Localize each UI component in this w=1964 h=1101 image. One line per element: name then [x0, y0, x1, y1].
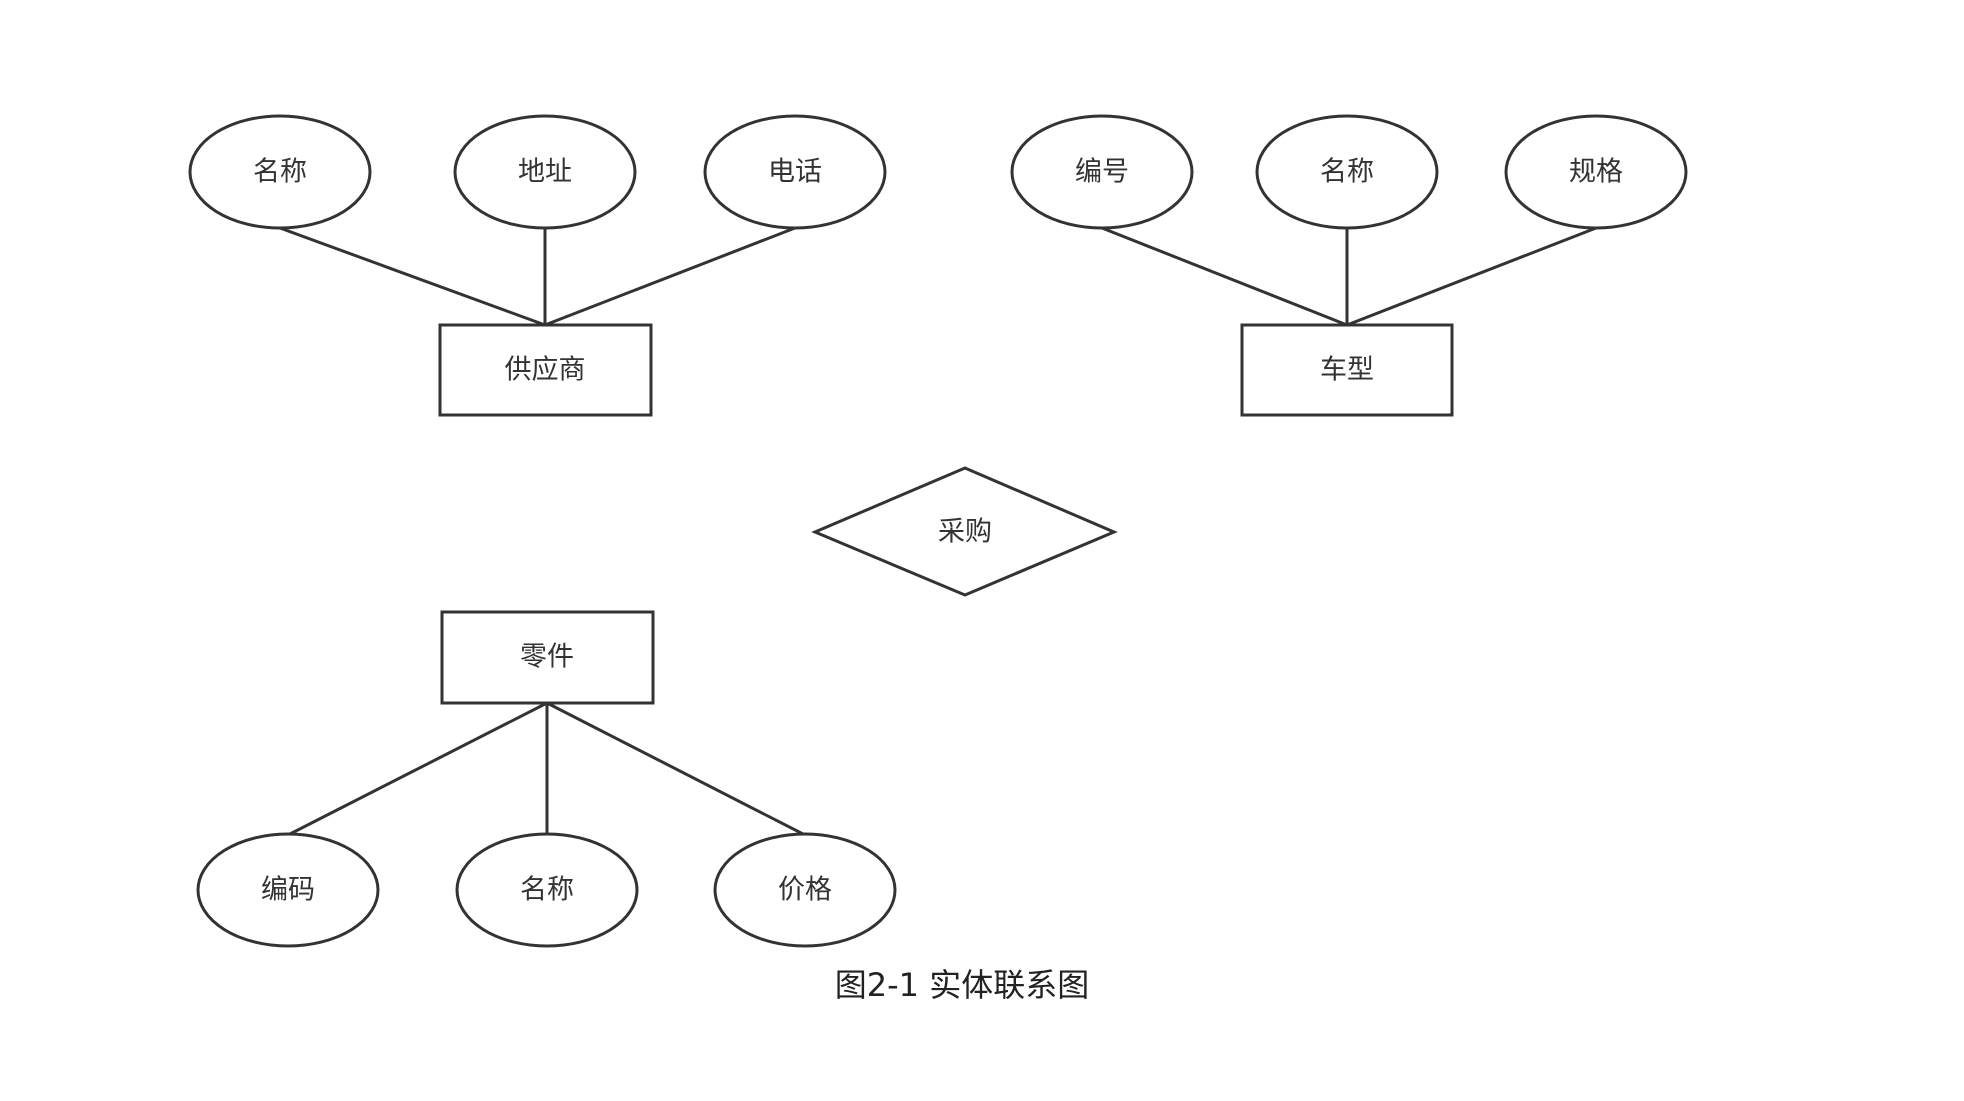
- relationship-label: 采购: [938, 517, 992, 548]
- entity-label: 供应商: [505, 355, 586, 386]
- attribute-car-model-spec: 规格: [1504, 114, 1688, 230]
- part-attribute-links: [287, 701, 806, 837]
- attribute-car-model-name: 名称: [1255, 114, 1439, 230]
- entity-part: 零件: [440, 610, 655, 705]
- figure-caption: 图2-1 实体联系图: [835, 966, 1089, 1004]
- attribute-car-model-number: 编号: [1010, 114, 1194, 230]
- attribute-label: 编码: [261, 875, 315, 906]
- attribute-part-name: 名称: [455, 832, 639, 948]
- edge-car-model-number: [1101, 226, 1348, 327]
- supplier-attribute-links: [279, 226, 796, 327]
- attribute-label: 名称: [253, 157, 307, 188]
- relationship-purchase: 采购: [811, 466, 1118, 597]
- entity-car-model: 车型: [1240, 323, 1454, 417]
- attribute-label: 编号: [1075, 157, 1129, 188]
- edge-part-code: [287, 701, 548, 837]
- edge-car-model-spec: [1346, 226, 1597, 327]
- attribute-supplier-name: 名称: [188, 114, 372, 230]
- attribute-label: 名称: [1320, 157, 1374, 188]
- attribute-supplier-address: 地址: [453, 114, 637, 230]
- edge-supplier-phone: [544, 226, 796, 327]
- attribute-label: 名称: [520, 875, 574, 906]
- attribute-label: 规格: [1569, 157, 1623, 188]
- edge-part-price: [546, 701, 806, 837]
- edge-supplier-name: [279, 226, 546, 327]
- attribute-part-code: 编码: [196, 832, 380, 948]
- attribute-part-price: 价格: [713, 832, 897, 948]
- attribute-supplier-phone: 电话: [703, 114, 887, 230]
- entity-supplier: 供应商: [438, 323, 653, 417]
- car-model-attribute-links: [1101, 226, 1597, 327]
- attribute-label: 地址: [518, 157, 572, 188]
- attribute-label: 电话: [768, 157, 822, 188]
- entity-label: 零件: [520, 642, 574, 673]
- attribute-label: 价格: [778, 875, 832, 906]
- entity-label: 车型: [1320, 355, 1374, 386]
